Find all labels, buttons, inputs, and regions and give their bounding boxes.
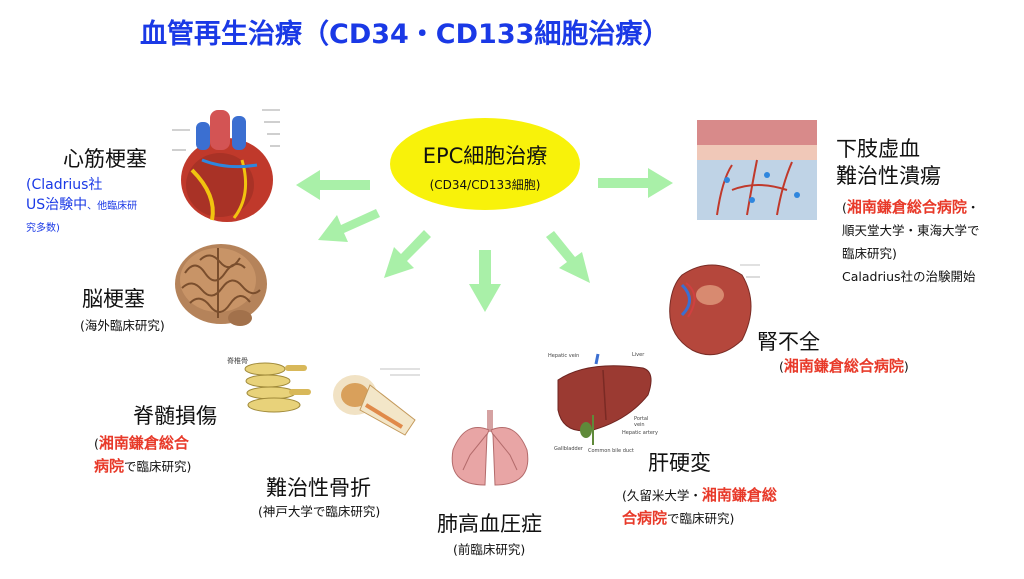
arrow-to-heart — [296, 170, 370, 200]
liver-label-bile-duct: Common bile duct — [588, 448, 634, 454]
kidney-name: 腎不全 — [757, 330, 820, 354]
arrow-to-lung — [469, 250, 501, 312]
liver-label-gallbladder: Gallbladder — [554, 446, 583, 452]
heart-note-3: 究多数) — [26, 223, 60, 234]
bone-note: (神戸大学で臨床研究) — [258, 504, 381, 519]
liver-label-hepatic-artery: Hepatic artery — [622, 430, 658, 436]
ulcer-note-a: ・ — [966, 200, 980, 215]
liver-note-end: で臨床研究) — [667, 511, 735, 526]
liver-image — [557, 353, 652, 445]
liver-note-open: (久留米大学・ — [622, 488, 702, 503]
spine-name: 脊髄損傷 — [133, 404, 217, 428]
heart-note-2b: 、他臨床研 — [87, 201, 138, 212]
heart-note-2: US治験中 — [26, 197, 88, 213]
liver-hospital-1: 湘南鎌倉総 — [701, 486, 777, 504]
kidney-hospital: 湘南鎌倉総合病院 — [783, 357, 904, 375]
heart-image — [172, 109, 280, 222]
ulcer-note: (湘南鎌倉総合病院・ 順天堂大学・東海大学で 臨床研究) Caladrius社の… — [842, 196, 980, 288]
brain-image — [175, 244, 267, 326]
center-node: EPC細胞治療 (CD34/CD133細胞) — [390, 118, 580, 210]
liver-label-liver: Liver — [632, 352, 645, 358]
heart-name: 心筋梗塞 — [63, 147, 147, 171]
ulcer-name-1: 下肢虚血 — [836, 137, 920, 161]
spine-note-open: ( — [94, 436, 99, 451]
ulcer-note-4: Caladrius社の治験開始 — [842, 269, 976, 284]
kidney-note: (湘南鎌倉総合病院) — [779, 356, 909, 377]
brain-name: 脳梗塞 — [82, 287, 145, 311]
arrow-to-spine — [384, 230, 431, 278]
kidney-image — [669, 264, 760, 356]
ulcer-note-open: ( — [842, 200, 847, 215]
center-main-label: EPC細胞治療 — [422, 144, 548, 168]
lung-image — [451, 410, 529, 486]
bone-name: 難治性骨折 — [266, 476, 371, 500]
kidney-note-open: ( — [779, 359, 784, 374]
lung-note: (前臨床研究) — [453, 542, 526, 557]
liver-note: (久留米大学・湘南鎌倉総 合病院で臨床研究) — [622, 484, 777, 530]
spine-note: (湘南鎌倉総合 病院で臨床研究) — [94, 432, 191, 478]
arrow-to-liver — [546, 231, 590, 283]
ulcer-name: 下肢虚血 難治性潰瘍 — [836, 136, 941, 190]
page-title: 血管再生治療（CD34・CD133細胞治療） — [140, 19, 670, 50]
lung-name: 肺高血圧症 — [437, 512, 542, 536]
liver-label-portal-vein: Portal vein — [634, 416, 649, 428]
heart-note-1: (Cladrius社 — [26, 177, 103, 193]
brain-note: (海外臨床研究) — [80, 318, 165, 333]
ulcer-note-2: 順天堂大学・東海大学で — [842, 223, 980, 238]
bone-image — [333, 368, 420, 436]
spine-image-label: 脊椎骨 — [227, 357, 248, 365]
spine-hospital-2: 病院 — [94, 457, 125, 475]
arrow-to-brain — [318, 209, 380, 242]
ulcer-name-2: 難治性潰瘍 — [836, 164, 941, 188]
liver-label-hepatic-vein: Hepatic vein — [548, 353, 580, 359]
center-sub-label: (CD34/CD133細胞) — [429, 178, 541, 192]
ulcer-hospital: 湘南鎌倉総合病院 — [846, 198, 967, 216]
kidney-note-close: ) — [903, 359, 909, 374]
ulcer-image — [697, 120, 817, 220]
liver-image-labels: Hepatic vein Liver Portal vein Hepatic a… — [548, 350, 660, 455]
spine-note-end: で臨床研究) — [124, 459, 192, 474]
liver-hospital-2: 合病院 — [622, 509, 668, 527]
spine-image — [225, 355, 315, 420]
spine-hospital-1: 湘南鎌倉総合 — [98, 434, 189, 452]
liver-name: 肝硬変 — [648, 451, 711, 475]
arrow-to-ulcer — [598, 168, 673, 198]
heart-note: (Cladrius社 US治験中、他臨床研 究多数) — [26, 175, 137, 239]
ulcer-note-3: 臨床研究) — [842, 246, 897, 261]
